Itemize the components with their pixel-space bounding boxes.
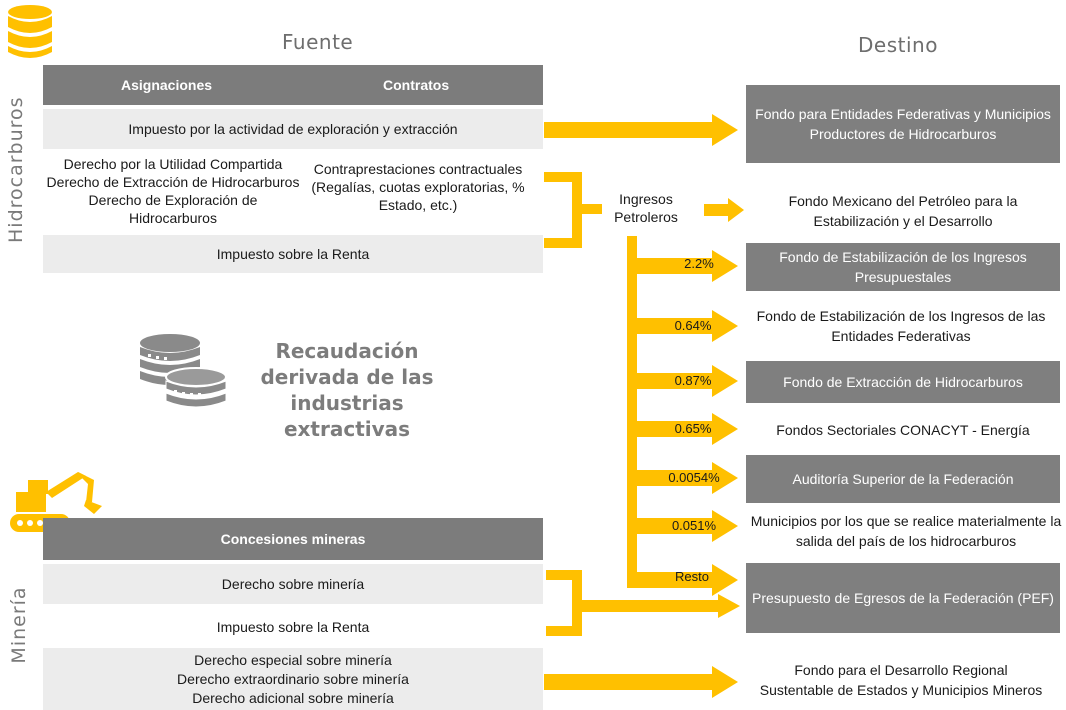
arrow-mining-to-pef xyxy=(582,594,740,618)
pct-label-7: Resto xyxy=(675,569,709,584)
branch-d6 xyxy=(637,413,738,445)
branch-d7 xyxy=(637,462,738,494)
derecho-exploracion: Derecho de Exploración de Hidrocarburos xyxy=(88,192,258,226)
col-contratos: Contratos xyxy=(383,77,450,93)
dest-fondo-estabilizacion-entidades: Fondo de Estabilización de los Ingresos … xyxy=(756,308,1046,344)
hydro-header-bar: Asignaciones Contratos xyxy=(43,65,543,105)
dest-municipios-salida: Municipios por los que se realice materi… xyxy=(750,513,1062,549)
pct-label-4: 0.65% xyxy=(674,421,712,436)
arrow-to-fondo-minero xyxy=(544,666,738,698)
trunk xyxy=(627,236,637,582)
branch-d8 xyxy=(637,510,738,542)
coins-icon xyxy=(140,334,227,408)
arrow-to-fondo-entidades xyxy=(544,114,738,146)
pct-label-6: 0.051% xyxy=(671,518,717,533)
mining-row-derecho: Derecho sobre minería xyxy=(43,564,543,604)
contraprestaciones: Contraprestaciones contractuales (Regalí… xyxy=(311,161,525,213)
mining-bracket-vertical xyxy=(572,570,582,636)
derecho-utilidad: Derecho por la Utilidad Compartida xyxy=(63,156,283,172)
branch-d9 xyxy=(627,564,738,596)
database-icon xyxy=(8,5,52,58)
mining-header-bar: Concesiones mineras xyxy=(43,518,543,560)
ingresos-petroleros-label: Ingresos Petroleros xyxy=(614,191,678,225)
bracket-bottom xyxy=(544,238,582,248)
source-header: Fuente xyxy=(282,30,354,54)
hydro-row-isr: Impuesto sobre la Renta xyxy=(43,235,543,273)
center-title: Recaudación derivada de las industrias e… xyxy=(260,339,434,441)
bracket-stem xyxy=(582,204,602,214)
mining-bracket-bottom xyxy=(546,626,582,636)
derecho-adicional: Derecho adicional sobre minería xyxy=(192,689,394,706)
branch-d4 xyxy=(637,310,738,342)
branch-d5 xyxy=(637,365,738,397)
dest-fondo-mexicano-petroleo: Fondo Mexicano del Petróleo para la Esta… xyxy=(788,193,1018,229)
dest-pef: Presupuesto de Egresos de la Federación … xyxy=(746,563,1060,633)
bracket-vertical xyxy=(572,172,582,248)
hydro-row-impuesto-actividad: Impuesto por la actividad de exploración… xyxy=(43,109,543,149)
pct-label-5: 0.0054% xyxy=(668,470,720,485)
pct-label-2: 0.64% xyxy=(674,318,712,333)
dest-fondo-entidades-productores: Fondo para Entidades Federativas y Munic… xyxy=(746,85,1060,163)
dest-auditoria-superior: Auditoría Superior de la Federación xyxy=(746,455,1060,503)
derecho-extraccion: Derecho de Extracción de Hidrocarburos xyxy=(46,174,300,190)
dest-fondo-estabilizacion-ingresos: Fondo de Estabilización de los Ingresos … xyxy=(746,243,1060,291)
derecho-extraordinario: Derecho extraordinario sobre minería xyxy=(177,670,409,687)
hydro-row-derechos: Derecho por la Utilidad Compartida Derec… xyxy=(43,150,303,232)
dest-fondo-desarrollo-minero: Fondo para el Desarrollo Regional Susten… xyxy=(759,662,1043,698)
bracket-top xyxy=(544,172,582,182)
dest-fondos-conacyt: Fondos Sectoriales CONACYT - Energía xyxy=(776,422,1030,438)
mining-row-derechos-especiales: Derecho especial sobre minería Derecho e… xyxy=(43,648,543,710)
mining-bracket-top xyxy=(546,570,582,580)
mining-row-isr: Impuesto sobre la Renta xyxy=(216,619,370,635)
col-asignaciones: Asignaciones xyxy=(121,77,213,93)
dest-fondo-extraccion: Fondo de Extracción de Hidrocarburos xyxy=(746,361,1060,403)
pct-label-3: 0.87% xyxy=(674,373,712,388)
arrow-to-fondo-mexicano xyxy=(704,198,744,222)
derecho-especial: Derecho especial sobre minería xyxy=(194,651,392,668)
destination-header: Destino xyxy=(858,33,938,57)
branch-d3 xyxy=(637,250,738,282)
pct-label-1: 2.2% xyxy=(684,256,714,271)
